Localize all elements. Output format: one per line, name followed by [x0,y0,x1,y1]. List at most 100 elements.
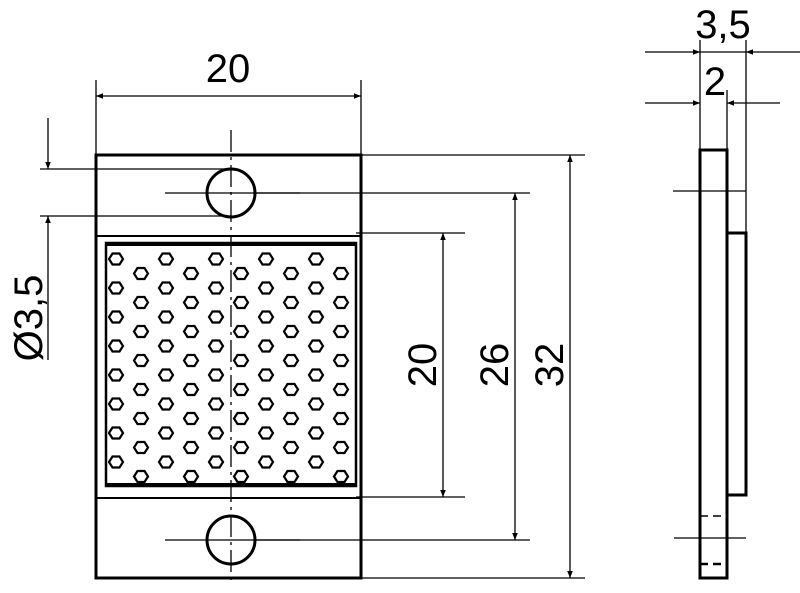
hex-cell [257,310,275,324]
hex-cell [134,500,148,511]
hex-cell [257,455,275,469]
hex-cell [132,295,150,310]
hex-cell [182,440,200,455]
total-thickness-label: 3,5 [695,3,751,47]
reflector-side-outline [727,231,748,497]
hex-cell [307,281,325,295]
front-view [94,130,363,580]
hex-cell [108,339,125,353]
hex-cell [207,252,225,266]
hex-cell [182,382,200,397]
hex-cell [182,324,200,339]
plate-outline [94,153,363,580]
hex-cell [232,324,250,339]
hex-cell [307,252,325,266]
hex-cell [232,353,250,368]
hex-cell [157,455,175,469]
hex-cell [207,397,225,411]
hex-cell [309,515,323,526]
hex-cell [259,515,273,526]
hex-cell [332,440,350,455]
hex-cell [332,353,350,368]
hex-cell [132,382,150,397]
hex-cell [332,469,350,484]
hex-cell [108,455,125,469]
hex-cell [284,529,298,540]
hex-cell [232,411,250,426]
hex-cell [332,295,350,310]
hex-cell [207,339,225,353]
hex-cell [157,252,175,266]
hex-cell [332,324,350,339]
hex-cell [207,281,225,295]
hex-cell [232,382,250,397]
hex-cell [132,353,150,368]
hex-cell [232,469,250,484]
hex-cell [184,500,198,511]
hex-cell [157,397,175,411]
hex-cell [307,426,325,440]
width-label: 20 [206,47,251,91]
side-view [673,148,748,580]
hex-cell [282,295,300,310]
hex-cell [232,295,250,310]
hole-diameter-label: Ø3,5 [7,275,51,362]
hex-cell [334,500,348,511]
hex-cell [108,252,125,266]
hex-cell [257,281,275,295]
hex-cell [332,266,350,281]
hex-cell [257,397,275,411]
hex-cell [282,382,300,397]
hex-cell [108,281,125,295]
plate-side-outline [698,148,729,580]
hex-cell [108,310,125,324]
hex-cell [207,310,225,324]
hex-cell [207,368,225,382]
hex-cell [159,515,173,526]
hex-cell [157,281,175,295]
hex-cell [232,266,250,281]
hex-cell [182,295,200,310]
hex-cell [284,500,298,511]
front-dimensions [40,80,585,579]
hex-cell [332,382,350,397]
hex-cell [182,266,200,281]
hex-cell [157,368,175,382]
plate-thickness-label: 2 [704,60,726,104]
hex-cell [108,368,125,382]
hex-cell [307,339,325,353]
hex-cell [332,411,350,426]
hex-cell [132,440,150,455]
hex-cell [157,339,175,353]
hex-cell [132,266,150,281]
hex-cell [132,324,150,339]
hole-spacing-label: 26 [473,343,517,388]
hex-cell [157,310,175,324]
hex-cell [108,426,125,440]
hex-cell [307,397,325,411]
hex-cell [132,411,150,426]
hex-cell [184,529,198,540]
hex-cell [182,411,200,426]
hex-cell [282,440,300,455]
hex-cell [257,426,275,440]
hex-cell [207,455,225,469]
hex-cell [234,529,248,540]
hex-cell [182,353,200,368]
hex-cell [282,411,300,426]
hex-cell [282,266,300,281]
hex-cell [182,469,200,484]
hex-cell [282,324,300,339]
hex-cell [234,500,248,511]
hex-cell [109,515,123,526]
hex-cell [307,368,325,382]
side-dimensions [645,40,800,233]
hex-cell [257,339,275,353]
hex-cell [157,426,175,440]
hex-cell [307,310,325,324]
total-height-label: 32 [528,343,572,388]
hex-cell [257,252,275,266]
hex-cell [207,426,225,440]
hex-cell [108,397,125,411]
